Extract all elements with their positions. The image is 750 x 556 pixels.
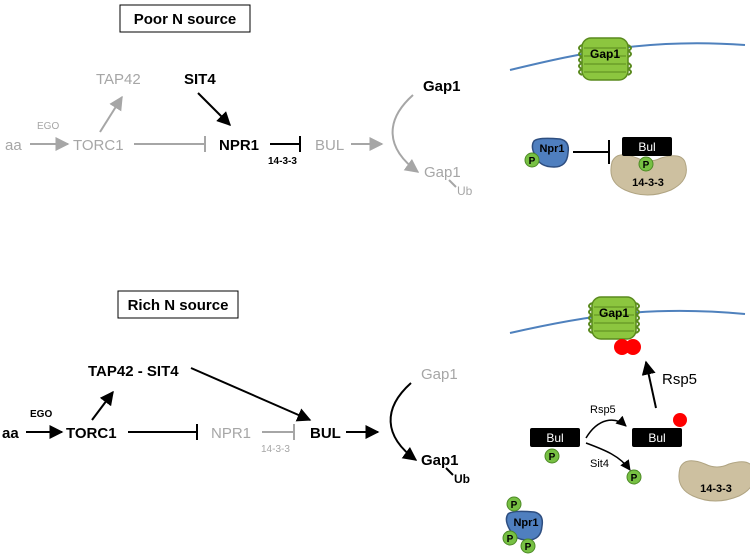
rich-gap1-ub-label: Gap1 (421, 452, 459, 469)
rich-rsp5-arrow (585, 415, 627, 439)
poor-bul-box (622, 137, 672, 156)
rich-sit4-label: Sit4 (590, 458, 609, 470)
poor-1433-cradle (610, 154, 687, 196)
poor-gap1-label: Gap1 (423, 78, 461, 95)
poor-1433-cartoon-label: 14-3-3 (632, 177, 664, 189)
rich-tap42-sit4-label: TAP42 - SIT4 (88, 363, 179, 380)
rich-npr1-phospho-c (520, 538, 536, 554)
poor-gap1-ub-label: Gap1 (424, 164, 461, 181)
rich-npr1-label: NPR1 (211, 425, 251, 442)
rich-npr1-p-b-label: P (507, 534, 514, 545)
rich-torc1-label: TORC1 (66, 425, 117, 442)
poor-ub-link (448, 179, 457, 188)
poor-bul-phospho (638, 156, 654, 172)
poor-gap1-transporter: Gap1 (578, 37, 632, 81)
poor-torc1-label: TORC1 (73, 137, 124, 154)
rich-1433-cartoon-label: 14-3-3 (700, 483, 732, 495)
poor-npr1-label: NPR1 (219, 137, 259, 154)
poor-npr1-p-label: P (529, 156, 536, 167)
rich-title: Rich N source (128, 297, 229, 314)
rich-ub-label: Ub (454, 472, 470, 486)
rich-free-phospho (626, 469, 642, 485)
rich-aa-label: aa (2, 425, 19, 442)
rich-cartoon-gap1-label: Gap1 (599, 306, 629, 320)
poor-ego-label: EGO (37, 121, 59, 132)
rich-sit4-arrow (585, 442, 631, 471)
rich-bul-right-box (632, 428, 682, 447)
poor-npr1-phospho (524, 152, 540, 168)
poor-1433-label: 14-3-3 (268, 156, 297, 167)
rich-bul-right-ub-dot (673, 413, 687, 427)
poor-bul-cartoon-label: Bul (638, 140, 655, 154)
rich-npr1-phospho-b (502, 530, 518, 546)
rich-bul-left-phospho (544, 448, 560, 464)
rich-npr1-cartoon-label: Npr1 (513, 517, 538, 529)
rich-tap42sit4-to-bul-arrow (190, 367, 312, 422)
rich-gap1-ub-dot-2 (625, 339, 641, 355)
poor-bul-p-label: P (643, 160, 650, 171)
poor-title: Poor N source (134, 11, 237, 28)
poor-sit4-label: SIT4 (184, 71, 216, 88)
poor-aa-label: aa (5, 137, 22, 154)
rich-free-p-label: P (631, 473, 638, 484)
poor-n-section: Poor N source aa EGO TORC1 TAP42 SIT4 NP… (5, 4, 746, 198)
rich-ego-label: EGO (30, 409, 52, 420)
rich-title-box (117, 290, 239, 319)
rich-npr1-phospho-a (506, 496, 522, 512)
rich-bul-left-box (530, 428, 580, 447)
rich-npr1-p-c-label: P (525, 542, 532, 553)
rich-gap1-label: Gap1 (421, 366, 458, 383)
rich-1433-cradle (678, 460, 750, 502)
poor-title-box (119, 4, 251, 33)
rich-ub-link (445, 467, 454, 476)
rich-bul-left-p-label: P (549, 452, 556, 463)
rich-torc1-to-tap42sit4-arrow (91, 390, 114, 421)
poor-tap42-label: TAP42 (96, 71, 141, 88)
rich-n-section: Rich N source aa EGO TORC1 TAP42 - SIT4 … (2, 290, 750, 554)
rich-rsp5-big-label: Rsp5 (662, 371, 697, 388)
rich-bul-to-membrane-arrow (641, 360, 657, 409)
rich-bul-right-label: Bul (648, 431, 665, 445)
poor-cartoon-gap1-label: Gap1 (590, 47, 620, 61)
rich-gap1-to-ub-curve (389, 382, 418, 461)
poor-gap1-to-ub-curve (391, 94, 420, 173)
poor-sit4-to-npr1-arrow (197, 92, 231, 126)
poor-ub-label: Ub (457, 184, 473, 198)
poor-bul-label: BUL (315, 137, 344, 154)
rich-npr1-p-a-label: P (511, 500, 518, 511)
rich-1433-label: 14-3-3 (261, 444, 290, 455)
poor-npr1-cartoon-label: Npr1 (539, 143, 564, 155)
rich-gap1-transporter: Gap1 (588, 296, 640, 340)
rich-bul-left-label: Bul (546, 431, 563, 445)
rich-rsp5-small-label: Rsp5 (590, 404, 616, 416)
rich-bul-label: BUL (310, 425, 341, 442)
rich-gap1-ub-dot-1 (614, 339, 630, 355)
poor-torc1-to-tap42-arrow (99, 95, 123, 133)
